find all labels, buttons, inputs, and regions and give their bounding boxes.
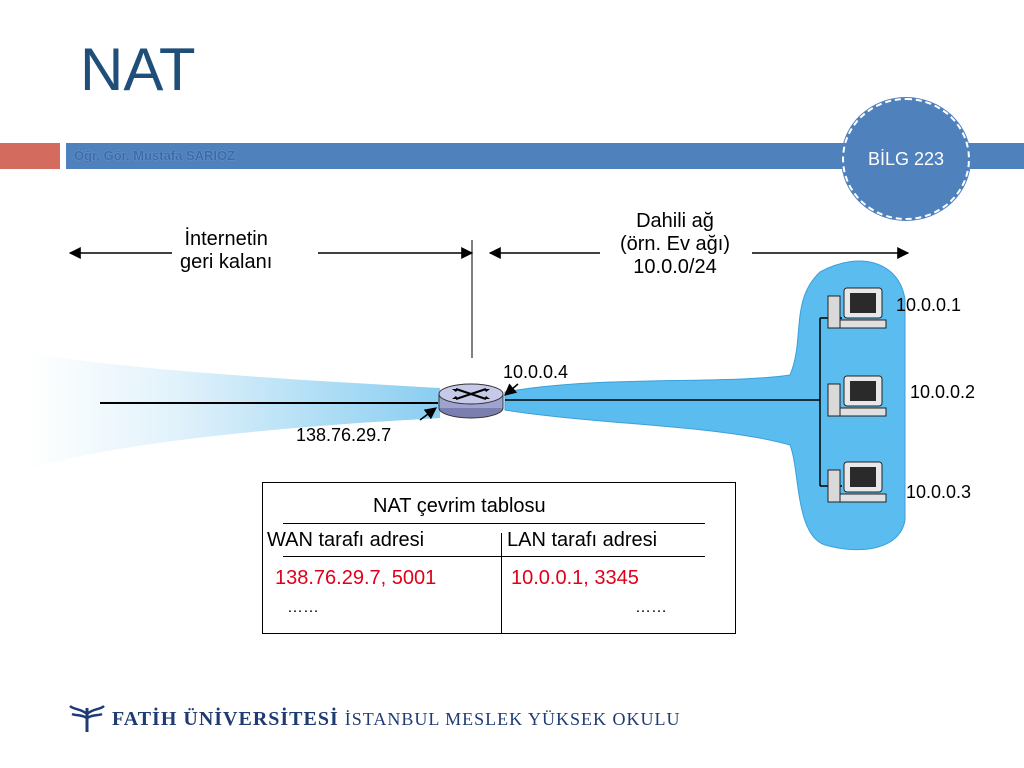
computer-icon-2 <box>827 375 887 417</box>
local-network-label: Dahili ağ (örn. Ev ağı) 10.0.0/24 <box>600 210 750 279</box>
local-label-line3: 10.0.0/24 <box>633 256 717 278</box>
computer-icon-3 <box>827 461 887 503</box>
router-wan-ip: 138.76.29.7 <box>296 425 392 445</box>
local-label-line2: (örn. Ev ağı) <box>619 233 731 255</box>
host-ip-2: 10.0.0.2 <box>910 382 976 402</box>
slide-title: NAT <box>80 36 196 103</box>
internet-label: İnternetin geri kalanı <box>180 228 272 274</box>
local-label-line1: Dahili ağ <box>636 210 714 232</box>
footer-school: İSTANBUL MESLEK YÜKSEK OKULU <box>344 708 681 729</box>
router-icon <box>438 383 504 419</box>
row-wan-address: 138.76.29.7, 5001 <box>275 567 437 589</box>
course-code: BİLG 223 <box>867 148 945 169</box>
router-lan-ip: 10.0.0.4 <box>503 362 569 382</box>
computer-icon-1 <box>827 287 887 329</box>
lan-network-region <box>504 260 906 551</box>
footer-university: FATİH ÜNİVERSİTESİ <box>112 707 339 730</box>
footer-logo: FATİH ÜNİVERSİTESİ İSTANBUL MESLEK YÜKSE… <box>68 704 680 734</box>
header-accent-bar <box>0 143 60 169</box>
course-badge: BİLG 223 <box>842 98 970 220</box>
lan-ip-pointer <box>504 383 519 396</box>
internet-label-line2: geri kalanı <box>180 251 273 273</box>
host-ip-1: 10.0.0.1 <box>896 295 962 315</box>
nat-translation-table: NAT çevrim tablosu WAN tarafı adresi LAN… <box>262 482 736 634</box>
table-rule-header <box>283 556 705 557</box>
row-wan-ellipsis: …… <box>287 599 319 616</box>
col-header-lan: LAN tarafı adresi <box>507 529 658 551</box>
nat-table-title: NAT çevrim tablosu <box>373 495 546 517</box>
host-ip-3: 10.0.0.3 <box>906 482 972 502</box>
wan-cloud <box>28 352 440 470</box>
table-column-divider <box>501 533 502 633</box>
wan-ip-pointer <box>419 407 437 421</box>
tree-logo-icon <box>69 705 105 732</box>
author-name: Öğr. Gör. Mustafa SARIÖZ <box>74 148 236 163</box>
table-rule-top <box>283 523 705 524</box>
row-lan-ellipsis: …… <box>635 599 667 616</box>
col-header-wan: WAN tarafı adresi <box>267 529 425 551</box>
internet-label-line1: İnternetin <box>184 228 268 250</box>
row-lan-address: 10.0.0.1, 3345 <box>511 567 639 589</box>
